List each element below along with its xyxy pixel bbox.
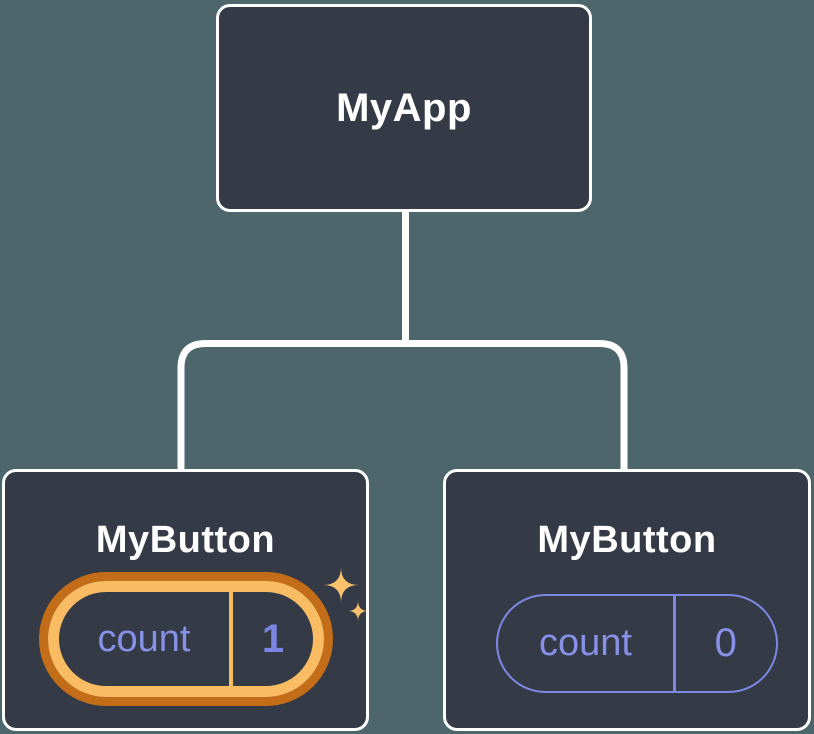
- sparkle-icon: [323, 567, 369, 622]
- state-pill-plain: count 0: [496, 594, 778, 693]
- node-mybutton-right-title: MyButton: [537, 519, 717, 561]
- state-pill-highlighted-inner: count 1: [48, 581, 324, 697]
- state-pill-highlighted: count 1: [39, 572, 333, 706]
- state-value: 1: [261, 616, 285, 661]
- node-myapp-title: MyApp: [336, 85, 472, 130]
- node-myapp: MyApp: [216, 4, 592, 212]
- pill-divider: [229, 592, 233, 686]
- state-value: 0: [714, 621, 737, 665]
- node-mybutton-left-title: MyButton: [95, 519, 276, 561]
- node-mybutton-left: MyButton count 1: [2, 469, 369, 731]
- state-label: count: [539, 622, 632, 664]
- state-label: count: [97, 617, 191, 660]
- pill-divider: [673, 596, 676, 691]
- node-mybutton-right: MyButton count 0: [443, 469, 811, 731]
